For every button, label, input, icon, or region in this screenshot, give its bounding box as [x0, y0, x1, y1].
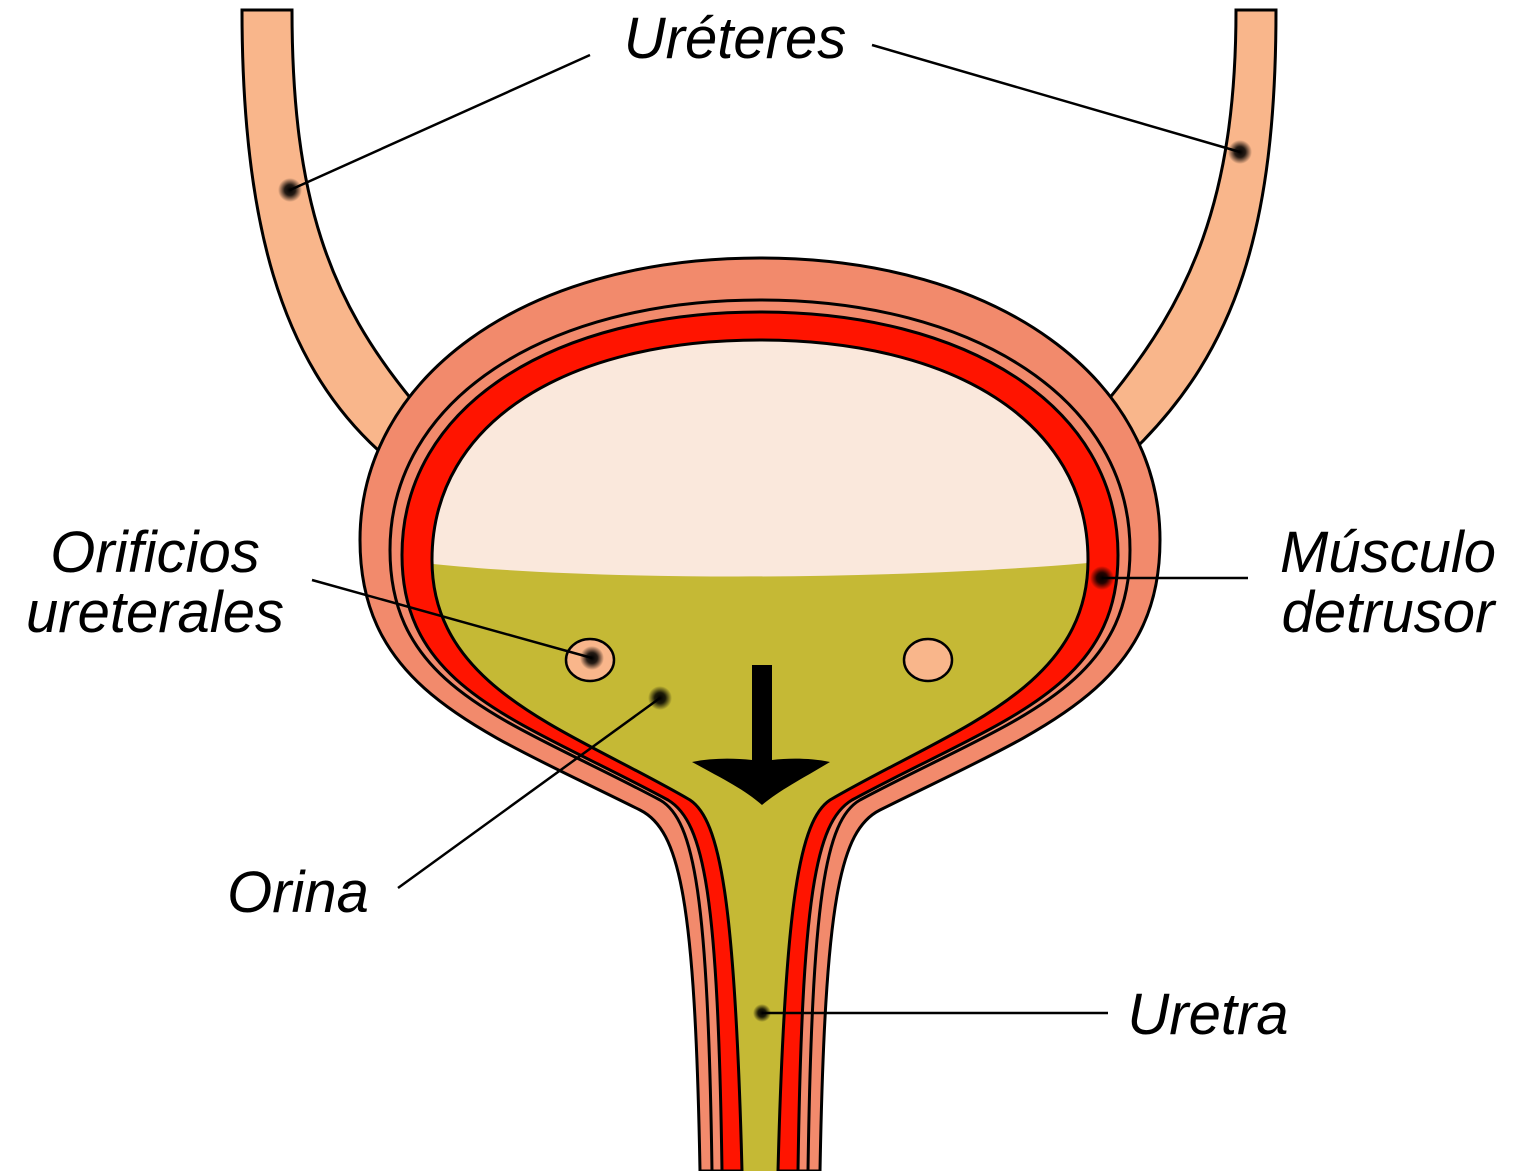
leader-dot — [1090, 566, 1114, 590]
leader-dot — [278, 178, 302, 202]
label-musculo-line1: Músculo — [1280, 520, 1496, 585]
label-ureteres: Uréteres — [624, 6, 846, 71]
leader-dot — [580, 646, 604, 670]
ureteres-leader-left — [290, 55, 590, 190]
left-ureter — [242, 10, 412, 450]
right-ureteral-orifice — [904, 639, 952, 681]
label-musculo-line2: detrusor — [1282, 580, 1497, 645]
label-orina: Orina — [227, 860, 369, 925]
leader-dot — [753, 1004, 771, 1022]
leader-dot — [1228, 140, 1252, 164]
label-orificios-line1: Orificios — [50, 520, 259, 585]
right-ureter — [1108, 10, 1276, 448]
leader-dot — [648, 686, 672, 710]
label-uretra: Uretra — [1127, 982, 1288, 1047]
label-orificios-line2: ureterales — [26, 580, 284, 645]
ureteres-leader-right — [872, 45, 1240, 152]
urine — [400, 560, 1120, 1171]
